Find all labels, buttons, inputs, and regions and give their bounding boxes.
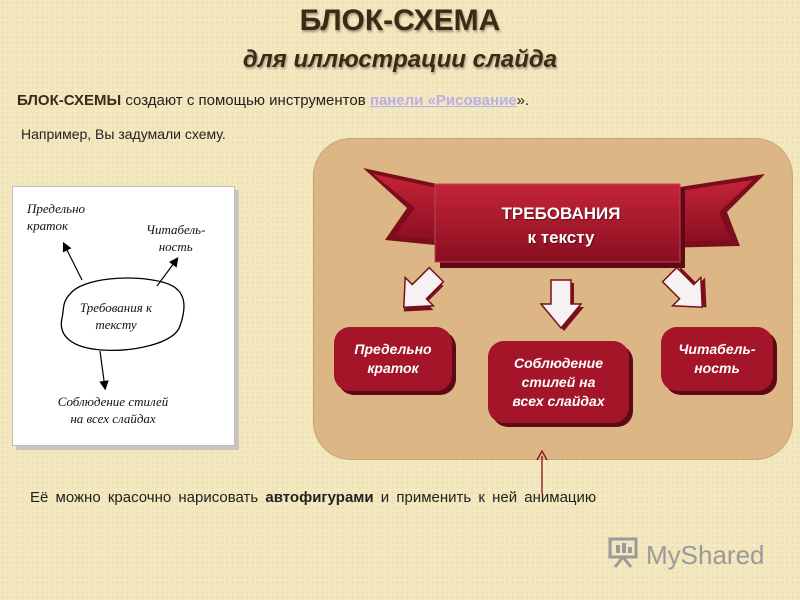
myshared-logo: MyShared <box>606 536 765 575</box>
arrow-down-icon <box>539 279 584 331</box>
sketch-arrows <box>60 241 185 391</box>
slide-subtitle: для иллюстрации слайда <box>242 46 558 73</box>
banner-face <box>434 183 681 263</box>
slide-title: БЛОК-СХЕМА <box>299 4 501 37</box>
intro-line: БЛОК-СХЕМЫ создают с помощью инструменто… <box>17 92 529 109</box>
sketch-label-readability: Читабель-ность <box>146 222 206 254</box>
example-line: Например, Вы задумали схему. <box>21 126 226 142</box>
sketch-panel <box>12 186 235 446</box>
pointer-arrow-icon <box>536 450 548 494</box>
arrow-left-icon <box>402 266 445 312</box>
watermark-text: MyShared <box>646 540 765 570</box>
sketch-arrow-left <box>62 241 83 281</box>
intro-after-link: ». <box>516 92 530 109</box>
intro-bold-word: БЛОК-СХЕМЫ <box>17 92 122 109</box>
drawing-panel-link[interactable]: панели «Рисование <box>369 92 517 109</box>
intro-text: создают с помощью инструментов <box>121 92 370 109</box>
sketch-arrow-down <box>99 350 109 391</box>
footer-text: Её можно красочно нарисовать автофигурам… <box>30 489 597 506</box>
sketch-blob <box>60 277 185 351</box>
presentation-board-icon <box>606 536 640 575</box>
arrow-right-icon <box>661 266 707 309</box>
box-readability: Читабель-ность <box>661 327 773 391</box>
diagram-graphics <box>363 168 765 331</box>
